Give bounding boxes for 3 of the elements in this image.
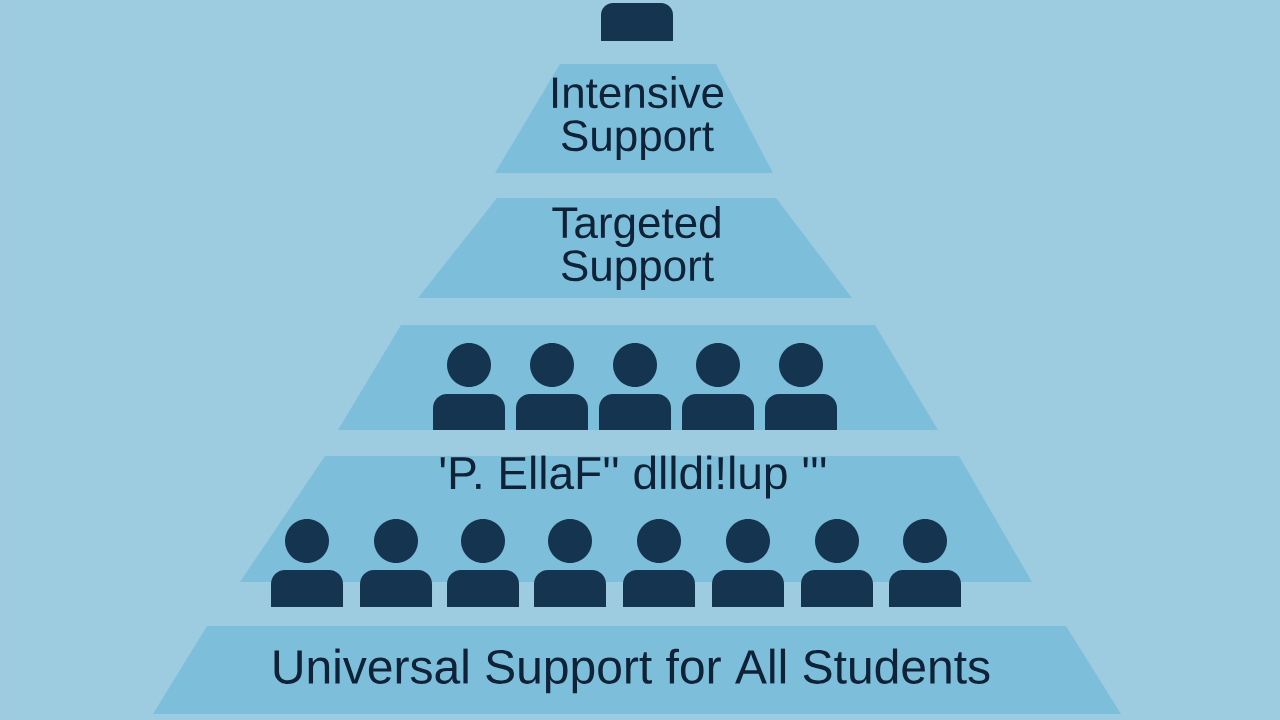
pyramid-tier: Universal Support for All Students (153, 626, 1121, 714)
pyramid-tier: Intensive Support (495, 64, 773, 173)
pyramid-tier: Targeted Support (418, 198, 852, 298)
